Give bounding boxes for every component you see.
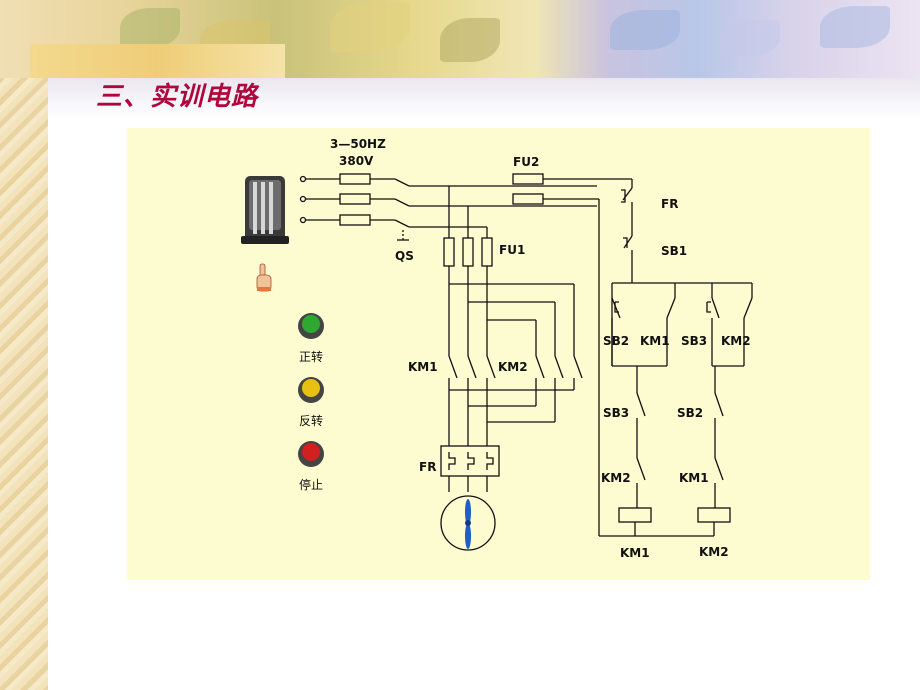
forward-button-label: 正转: [299, 349, 323, 364]
forward-lamp: [302, 315, 320, 333]
decorative-left-strip: [0, 0, 48, 690]
sb2-top-label: SB2: [603, 334, 629, 348]
reverse-button[interactable]: [298, 377, 324, 403]
hand-pointer-icon: [256, 263, 272, 292]
km2-coil-label: KM2: [699, 545, 729, 559]
fr-control-label: FR: [661, 197, 678, 211]
motor-fan-icon: [440, 495, 496, 551]
sb1-label: SB1: [661, 244, 687, 258]
km1-main-label: KM1: [408, 360, 438, 374]
fu2-label: FU2: [513, 155, 539, 169]
decorative-title-bar: [30, 44, 285, 78]
km1-top-label: KM1: [640, 334, 670, 348]
supply-label-voltage: 380V: [339, 154, 374, 168]
stop-button[interactable]: [298, 441, 324, 467]
qs-label: QS: [395, 249, 414, 263]
slide-title: 三、实训电路: [96, 82, 259, 112]
forward-button[interactable]: [298, 313, 324, 339]
km2-main-label: KM2: [498, 360, 528, 374]
km2-interlock-label: KM2: [601, 471, 631, 485]
sb3-top-label: SB3: [681, 334, 707, 348]
control-circuit: [599, 187, 753, 537]
fu2-fuses: [512, 173, 633, 536]
km2-top-label: KM2: [721, 334, 751, 348]
circuit-diagram: 3—50HZ 380V QS FU1 FU2 FR SB1 SB2 KM1 SB…: [241, 137, 753, 560]
stop-lamp: [302, 443, 320, 461]
sb2-mid-label: SB2: [677, 406, 703, 420]
fr-main-label: FR: [419, 460, 436, 474]
reverse-button-label: 反转: [299, 413, 323, 428]
main-circuit: [440, 186, 583, 492]
fu1-label: FU1: [499, 243, 525, 257]
stop-button-label: 停止: [299, 477, 323, 492]
qs-switch: [394, 178, 597, 241]
decorative-fade: [48, 78, 920, 118]
supply-label-freq: 3—50HZ: [330, 137, 386, 151]
km1-interlock-label: KM1: [679, 471, 709, 485]
power-plug-icon[interactable]: [241, 176, 289, 244]
reverse-lamp: [302, 379, 320, 397]
sb3-mid-label: SB3: [603, 406, 629, 420]
km1-coil-label: KM1: [620, 546, 650, 560]
supply-lines: [299, 173, 395, 226]
